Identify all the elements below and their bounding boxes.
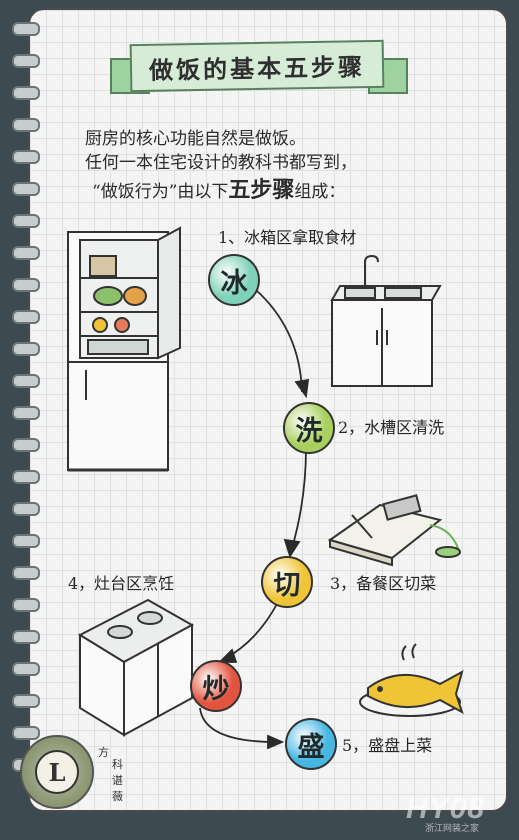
spiral-ring: [12, 726, 40, 740]
spiral-ring: [12, 278, 40, 292]
step-2-char: 洗: [295, 415, 323, 447]
logo-letter: L: [35, 750, 79, 794]
intro-line-3-post: 组成：: [294, 182, 346, 202]
step-3-char: 切: [273, 569, 301, 601]
intro-line-3: “做饭行为”由以下五步骤组成：: [92, 172, 345, 204]
spiral-ring: [12, 214, 40, 228]
spiral-ring: [12, 566, 40, 580]
author-logo: L: [20, 735, 94, 809]
spiral-ring: [12, 470, 40, 484]
spiral-ring: [12, 598, 40, 612]
step-3-label: 3，备餐区切菜: [330, 574, 437, 593]
step-1-char: 冰: [220, 267, 248, 299]
author-char-3: 谌: [112, 774, 123, 787]
spiral-ring: [12, 150, 40, 164]
stove-cabinet-illustration: [77, 598, 195, 737]
spiral-ring: [12, 342, 40, 356]
intro-line-3-pre: “做饭行为”由以下: [92, 182, 229, 202]
watermark-subtitle: 浙江网装之家: [424, 824, 479, 834]
intro-line-2: 任何一本住宅设计的教科书都写到，: [85, 153, 357, 173]
spiral-ring: [12, 310, 40, 324]
spiral-ring: [12, 118, 40, 132]
fish-plate-illustration: [359, 643, 464, 717]
spiral-ring: [12, 246, 40, 260]
cutting-board-illustration: [327, 494, 461, 567]
spiral-ring: [12, 22, 40, 36]
spiral-ring: [12, 406, 40, 420]
spiral-ring: [12, 662, 40, 676]
step-5-char: 盛: [297, 731, 325, 763]
step-3-circle: 切: [261, 556, 313, 608]
flow-arrows: [199, 289, 310, 750]
step-4-circle: 炒: [190, 660, 242, 712]
spiral-ring: [12, 630, 40, 644]
step-4-label: 4，灶台区烹饪: [68, 574, 175, 593]
step-1-circle: 冰: [208, 254, 260, 306]
spiral-ring: [12, 182, 40, 196]
intro-line-3-emphasis: 五步骤: [228, 177, 295, 203]
spiral-ring: [12, 374, 40, 388]
author-char-1: 方: [98, 746, 109, 759]
step-5-label: 5，盛盘上菜: [342, 736, 433, 755]
intro-line-1: 厨房的核心功能自然是做饭。: [85, 129, 306, 149]
spiral-ring: [12, 534, 40, 548]
sink-cabinet-illustration: [330, 254, 442, 387]
spiral-ring: [12, 86, 40, 100]
spiral-ring: [12, 502, 40, 516]
spiral-ring: [12, 54, 40, 68]
author-char-4: 薇: [112, 790, 123, 803]
step-4-char: 炒: [202, 673, 230, 705]
spiral-ring: [12, 438, 40, 452]
spiral-ring: [12, 694, 40, 708]
step-1-label: 1、冰箱区拿取食材: [218, 228, 357, 247]
step-5-circle: 盛: [285, 718, 337, 770]
step-2-circle: 洗: [283, 402, 335, 454]
watermark-logo: HY08: [405, 792, 485, 825]
author-char-2: 科: [112, 758, 123, 771]
step-2-label: 2，水槽区清洗: [338, 418, 445, 437]
refrigerator-illustration: [67, 226, 181, 472]
